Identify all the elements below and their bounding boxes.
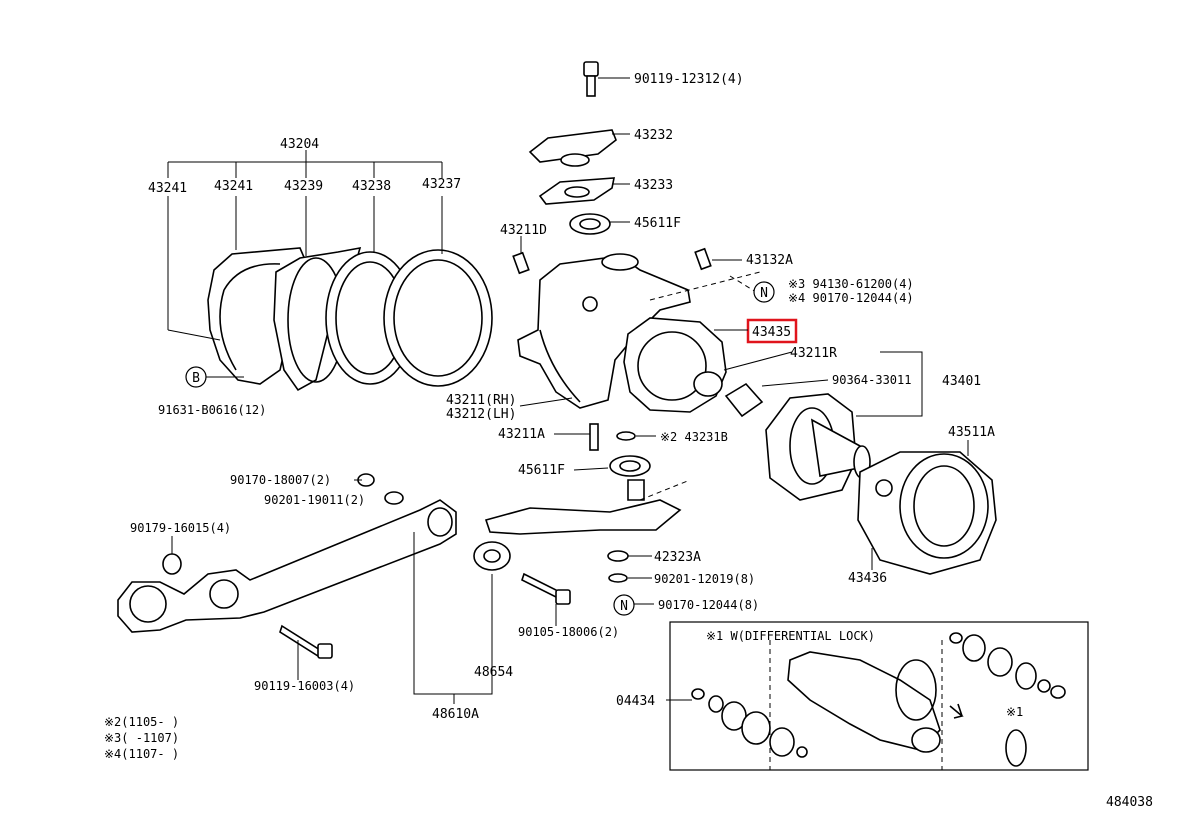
inset-mark: ※1: [1006, 705, 1023, 719]
label-43132A[interactable]: 43132A: [746, 253, 793, 268]
inset-differential-lock: [669, 621, 1089, 771]
label-43233[interactable]: 43233: [634, 178, 673, 193]
marker-N-top: N: [753, 281, 775, 303]
label-43241-a[interactable]: 43241: [148, 181, 187, 196]
label-43511A[interactable]: 43511A: [948, 425, 995, 440]
bolt-90105-18006[interactable]: [521, 572, 571, 626]
label-90364-33011[interactable]: 90364-33011: [832, 373, 911, 387]
label-43237[interactable]: 43237: [422, 177, 461, 192]
note-3: ※3( -1107): [104, 731, 179, 745]
gasket-43233[interactable]: [538, 177, 630, 205]
bolt-43211D[interactable]: [512, 236, 530, 275]
bushing-48654[interactable]: [473, 541, 511, 571]
knuckle-43211[interactable]: [517, 253, 691, 409]
washer-43231B[interactable]: [616, 431, 656, 441]
label-43212-lh[interactable]: 43212(LH): [446, 407, 516, 422]
bolt-90119-12312[interactable]: [583, 61, 630, 97]
seal-45611F-top[interactable]: [569, 213, 630, 235]
label-43238[interactable]: 43238: [352, 179, 391, 194]
steering-arm[interactable]: [484, 479, 691, 535]
label-43239[interactable]: 43239: [284, 179, 323, 194]
diagram-id: 484038: [1106, 795, 1153, 810]
label-43211A[interactable]: 43211A: [498, 427, 545, 442]
inset-rings-right[interactable]: [949, 632, 1066, 767]
svg-text:N: N: [620, 599, 628, 614]
bearing-90364-33011[interactable]: [724, 379, 829, 418]
highlight-43435: [746, 318, 798, 344]
housing-43436[interactable]: [857, 440, 997, 575]
label-43211R[interactable]: 43211R: [790, 346, 837, 361]
label-90170-18007[interactable]: 90170-18007(2): [230, 473, 331, 487]
label-45611F-bottom[interactable]: 45611F: [518, 463, 565, 478]
label-90105-18006[interactable]: 90105-18006(2): [518, 625, 619, 639]
svg-text:N: N: [760, 286, 768, 301]
marker-N-bottom: N: [613, 594, 635, 616]
label-94130-61200[interactable]: ※3 94130-61200(4): [788, 277, 914, 291]
washer-90201-12019[interactable]: [608, 573, 652, 583]
nut-90179-16015[interactable]: [162, 536, 182, 575]
label-43232[interactable]: 43232: [634, 128, 673, 143]
stud-43211A[interactable]: [554, 423, 599, 451]
label-90170-12044-8[interactable]: 90170-12044(8): [658, 598, 759, 612]
label-90119-12312[interactable]: 90119-12312(4): [634, 72, 744, 87]
nut-90170-18007[interactable]: [354, 473, 375, 487]
label-90201-19011[interactable]: 90201-19011(2): [264, 493, 365, 507]
label-90170-12044-4[interactable]: ※4 90170-12044(4): [788, 291, 914, 305]
note-4: ※4(1107- ): [104, 747, 179, 761]
inset-title: ※1 W(DIFFERENTIAL LOCK): [706, 629, 875, 643]
label-90179-16015[interactable]: 90179-16015(4): [130, 521, 231, 535]
flange-43435[interactable]: [623, 317, 727, 413]
seal-45611F-bottom[interactable]: [573, 455, 651, 477]
marker-B: B: [185, 366, 207, 388]
label-43211D[interactable]: 43211D: [500, 223, 547, 238]
inset-rings-left[interactable]: [691, 688, 808, 758]
label-43241-b[interactable]: 43241: [214, 179, 253, 194]
label-48654[interactable]: 48654: [474, 665, 513, 680]
label-42323A[interactable]: 42323A: [654, 550, 701, 565]
cap-43232[interactable]: [528, 129, 630, 167]
shim-43237[interactable]: [383, 249, 493, 387]
svg-text:B: B: [192, 371, 200, 386]
label-43231B[interactable]: ※2 43231B: [660, 430, 728, 444]
label-90119-16003[interactable]: 90119-16003(4): [254, 679, 355, 693]
label-43436[interactable]: 43436: [848, 571, 887, 586]
nut-42323A[interactable]: [607, 550, 652, 562]
washer-90201-19011[interactable]: [384, 491, 404, 505]
label-43211-rh[interactable]: 43211(RH): [446, 393, 516, 408]
label-90201-12019[interactable]: 90201-12019(8): [654, 572, 755, 586]
label-43401[interactable]: 43401: [942, 374, 981, 389]
bolt-90119-16003[interactable]: [279, 624, 333, 680]
note-2: ※2(1105- ): [104, 715, 179, 729]
label-43435[interactable]: 43435: [752, 325, 791, 340]
label-48610A[interactable]: 48610A: [432, 707, 479, 722]
spindle-43211R[interactable]: [765, 393, 871, 501]
label-91631-B0616[interactable]: 91631-B0616(12): [158, 403, 266, 417]
bolt-43132A[interactable]: [694, 247, 742, 271]
label-45611F-top[interactable]: 45611F: [634, 216, 681, 231]
label-04434[interactable]: 04434: [616, 694, 655, 709]
radius-arm-48610A[interactable]: [117, 499, 457, 633]
label-43204[interactable]: 43204: [280, 137, 319, 152]
